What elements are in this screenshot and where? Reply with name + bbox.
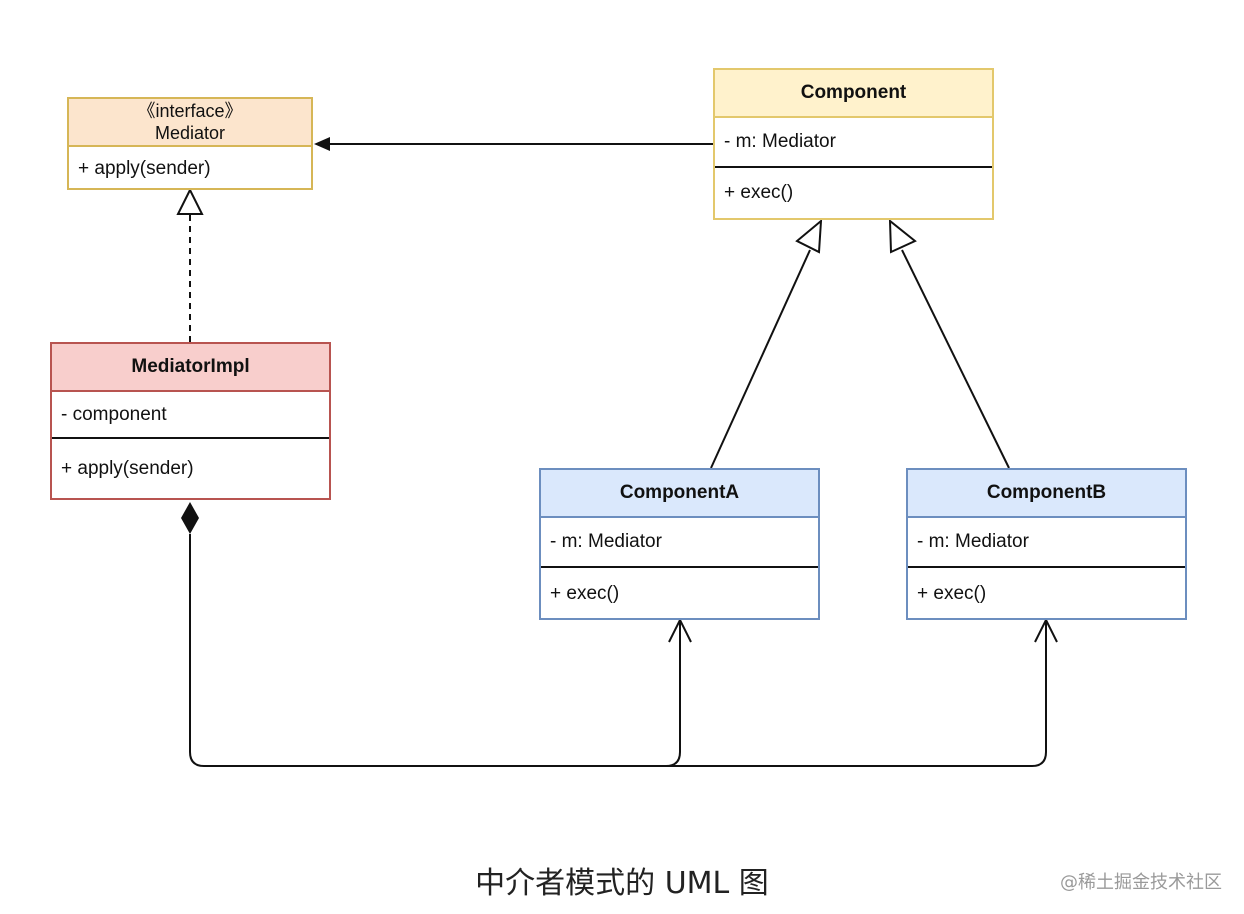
composition-line xyxy=(189,534,681,767)
mediator-name: Mediator xyxy=(154,123,226,143)
generalization-line-b xyxy=(901,249,1010,469)
mediator-header: 《interface》 Mediator xyxy=(69,99,311,145)
diagram-caption: 中介者模式的 UML 图 xyxy=(475,866,769,901)
mediator-impl-method: + apply(sender) xyxy=(52,437,329,498)
mediator-method: + apply(sender) xyxy=(69,145,311,190)
composition-diamond xyxy=(181,502,199,534)
component-b-method: + exec() xyxy=(908,566,1185,620)
realization-arrowhead xyxy=(176,187,204,215)
generalization-arrowhead-b xyxy=(888,218,917,254)
composition-line-b xyxy=(660,622,1047,767)
mediator-impl-name: MediatorImpl xyxy=(52,344,329,390)
component-a-method: + exec() xyxy=(541,566,818,620)
component-class: Component - m: Mediator + exec() xyxy=(713,68,994,220)
generalization-line-a xyxy=(710,249,811,469)
watermark: @稀土掘金技术社区 xyxy=(1060,872,1222,893)
component-method: + exec() xyxy=(715,166,992,218)
component-a-attribute: - m: Mediator xyxy=(541,516,818,566)
component-b-name: ComponentB xyxy=(908,470,1185,516)
mediator-impl-attribute: - component xyxy=(52,390,329,437)
mediator-interface-class: 《interface》 Mediator + apply(sender) xyxy=(67,97,313,190)
navigation-arrowhead-a xyxy=(668,617,692,643)
component-a-class: ComponentA - m: Mediator + exec() xyxy=(539,468,820,620)
navigation-arrowhead-b xyxy=(1034,617,1058,643)
mediator-impl-class: MediatorImpl - component + apply(sender) xyxy=(50,342,331,500)
mediator-stereotype: 《interface》 xyxy=(137,101,243,121)
component-attribute: - m: Mediator xyxy=(715,116,992,166)
component-b-attribute: - m: Mediator xyxy=(908,516,1185,566)
component-b-class: ComponentB - m: Mediator + exec() xyxy=(906,468,1187,620)
generalization-arrowhead-a xyxy=(795,218,823,254)
component-name: Component xyxy=(715,70,992,116)
component-a-name: ComponentA xyxy=(541,470,818,516)
association-arrowhead xyxy=(314,137,330,151)
